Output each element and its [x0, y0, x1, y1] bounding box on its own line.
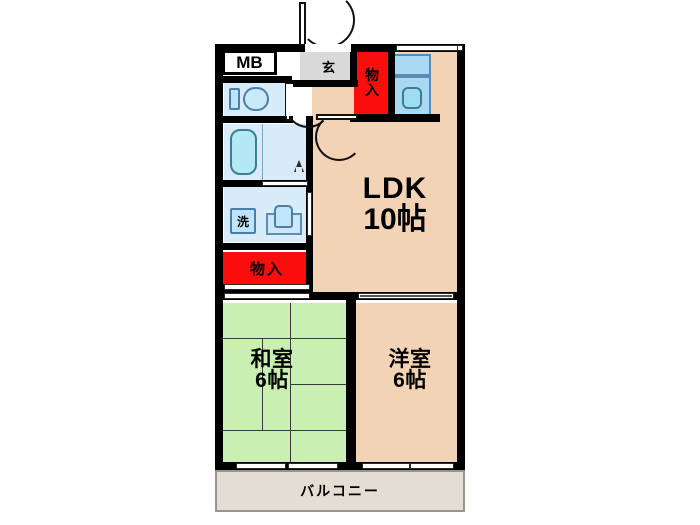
entrance-label: 玄 — [321, 59, 335, 75]
shower-valve-icon — [294, 160, 304, 172]
kitchen-counter-upper-icon — [393, 54, 431, 76]
sliding-door-ldk-yoshitsu-rail — [360, 295, 452, 297]
interior-wall-entry-right — [350, 44, 357, 87]
tatami-line — [222, 338, 346, 339]
ldk-door-swing — [315, 113, 363, 161]
window-washitsu-right — [288, 463, 338, 469]
entrance-door-swing — [299, 0, 355, 48]
window-yoshitsu-right — [410, 463, 454, 469]
closet-lower-label: 物入 — [249, 260, 284, 278]
balcony-area — [215, 470, 465, 512]
tatami-line — [222, 430, 346, 431]
kitchen-sink-icon — [402, 87, 422, 109]
interior-wall-mb-bottom — [215, 76, 285, 83]
entrance-area — [300, 52, 357, 80]
closet-lower-sliding-doors — [224, 284, 310, 290]
bathtub-icon — [230, 129, 257, 175]
yoshitsu-room-fill — [356, 303, 462, 465]
closet-lower — [222, 252, 312, 284]
closet-upper-label-line1: 物 — [365, 67, 379, 84]
entrance-door-leaf — [299, 2, 306, 46]
shower-valve-inner — [296, 167, 302, 173]
washroom-entry-door — [307, 192, 312, 236]
bathroom-entry-door — [262, 181, 308, 186]
toilet-tank-icon — [229, 88, 240, 110]
interior-wall-bedroom-divider — [346, 292, 356, 470]
washer-space-icon: 洗 — [230, 208, 256, 234]
toilet-bowl-icon — [243, 87, 269, 111]
meter-box: MB — [222, 50, 277, 75]
exterior-wall-right — [457, 44, 465, 470]
sliding-door-ldk-washitsu — [224, 293, 310, 299]
interior-wall-washroom-bottom — [215, 243, 313, 250]
interior-wall-mid-horizontal — [215, 292, 465, 300]
tatami-line — [262, 338, 263, 430]
balcony-label: バルコニー — [300, 483, 380, 499]
interior-wall-entry-bottom — [292, 80, 358, 87]
interior-wall-toilet-bottom — [215, 116, 293, 123]
interior-wall-closet-upper-bottom — [350, 114, 395, 122]
toilet-doorway — [286, 84, 293, 116]
closet-upper-label-line2: 入 — [365, 82, 379, 98]
window-top-right — [396, 45, 458, 51]
window-yoshitsu-left — [362, 463, 410, 469]
closet-upper-label: 物 入 — [354, 50, 390, 116]
closet-upper — [354, 50, 390, 116]
exterior-wall-bottom — [215, 462, 465, 470]
exterior-wall-left — [215, 44, 223, 470]
tatami-line — [290, 384, 346, 385]
interior-wall-kitchen-bottom — [388, 114, 440, 122]
interior-wall-closet-upper-right — [388, 44, 395, 122]
ldk-door-leaf — [316, 114, 358, 120]
entrance-door-opening — [305, 44, 351, 52]
bathroom-divider — [262, 124, 263, 180]
window-washitsu-left — [236, 463, 286, 469]
vanity-basin-icon — [274, 205, 293, 228]
